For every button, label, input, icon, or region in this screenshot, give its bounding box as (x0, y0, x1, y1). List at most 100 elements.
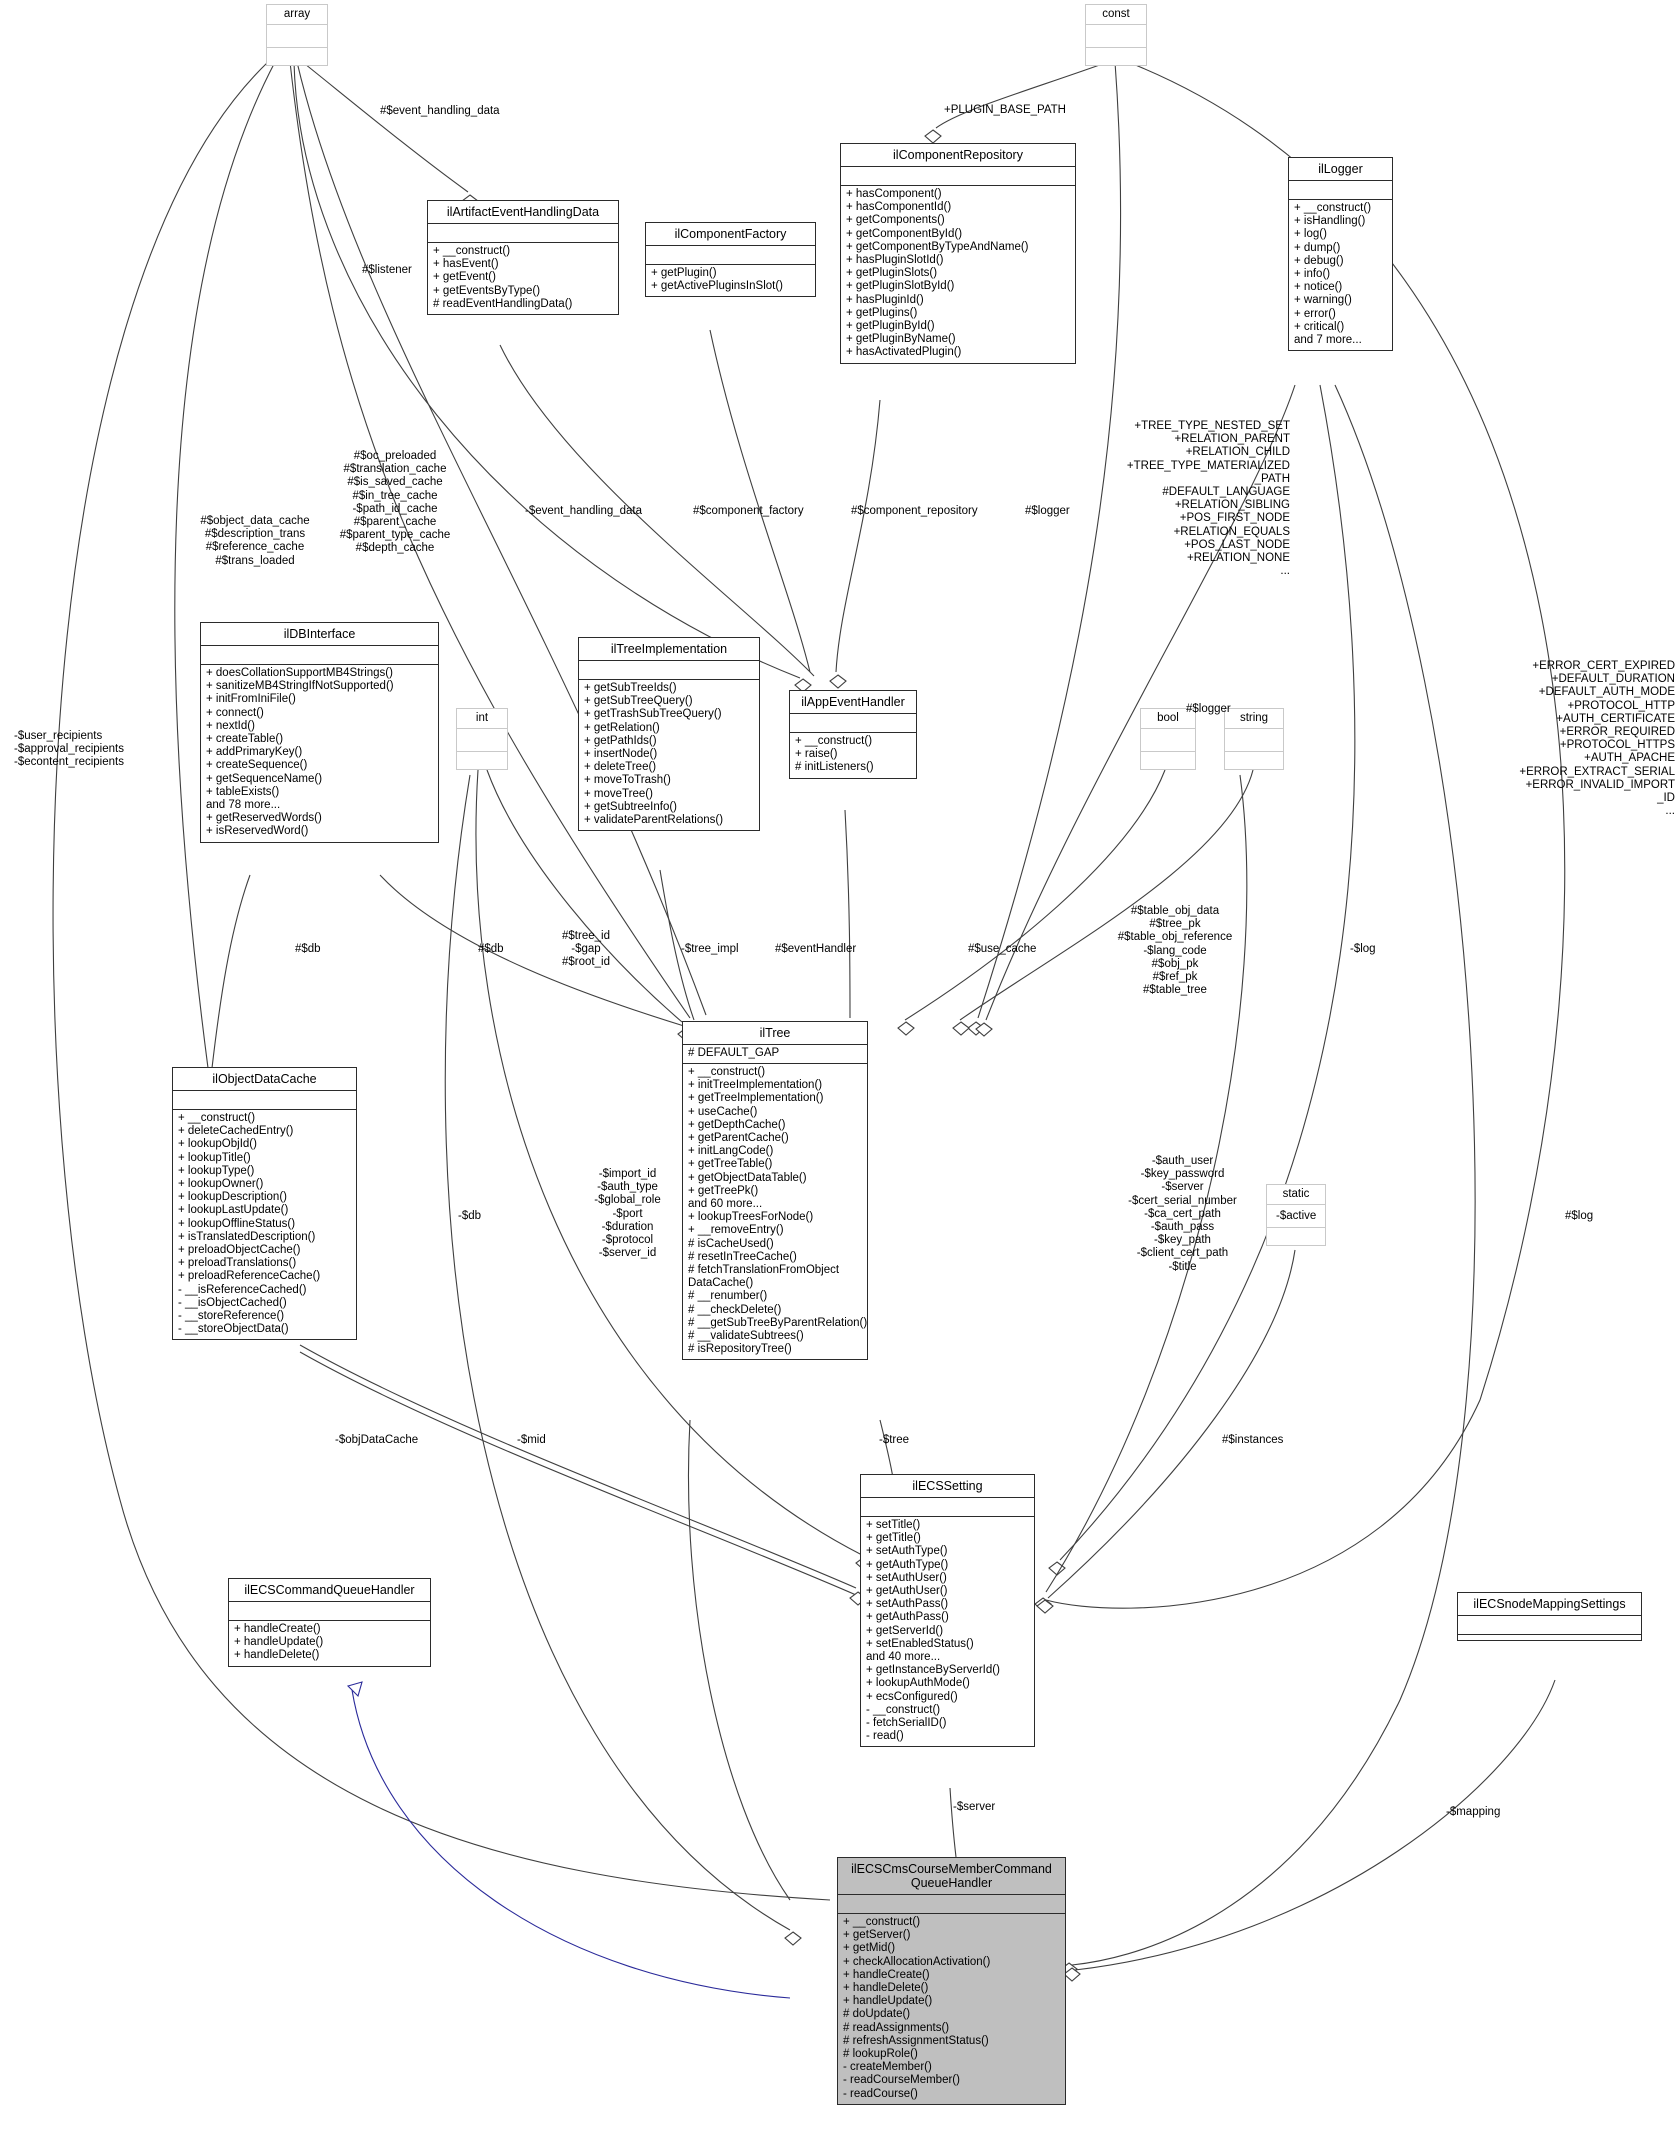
edge-label-log-1: -$log (1350, 943, 1376, 955)
edge-label-user-recipients: -$user_recipients -$approval_recipients … (14, 730, 124, 769)
member-row: - read() (866, 1730, 904, 1743)
edge-label-mapping: -$mapping (1446, 1806, 1501, 1818)
member-row: - readCourse() (843, 2087, 918, 2100)
member-row: + handleUpdate() (234, 1636, 324, 1649)
class-box-ilECSnodeMappingSettings[interactable]: ilECSnodeMappingSettings (1457, 1592, 1642, 1641)
member-row: # lookupRole() (843, 2048, 918, 2061)
member-row: and 40 more... (866, 1651, 941, 1664)
member-row: + doesCollationSupportMB4Strings() (206, 667, 393, 679)
class-title: ilLogger (1289, 158, 1392, 181)
member-row: - __construct() (866, 1703, 941, 1716)
member-row: + lookupOfflineStatus() (178, 1217, 296, 1230)
member-row: + hasComponentId() (846, 201, 952, 214)
member-row: + getSubtreeInfo() (584, 800, 678, 813)
member-row: + warning() (1294, 294, 1352, 307)
class-attributes (428, 224, 618, 243)
member-row: - __isObjectCached() (178, 1296, 287, 1309)
edge-label-use-cache: #$use_cache (968, 943, 1037, 955)
class-attributes (1458, 1616, 1641, 1635)
class-box-ilComponentFactory[interactable]: ilComponentFactory + getPlugin()+ getAct… (645, 222, 816, 298)
member-row: + getPluginSlots() (846, 267, 938, 280)
member-row: + getPluginSlotById() (846, 280, 955, 293)
class-title: ilAppEventHandler (790, 691, 916, 714)
class-operations: + setTitle()+ getTitle()+ setAuthType()+… (861, 1517, 1034, 1746)
class-box-ilAppEventHandler[interactable]: ilAppEventHandler + __construct()+ raise… (789, 690, 917, 779)
class-title: ilTree (683, 1022, 867, 1045)
member-row: + getTitle() (866, 1532, 921, 1545)
type-box-const-row2 (1086, 25, 1146, 48)
class-attributes (646, 246, 815, 265)
member-row: + __construct() (795, 735, 873, 747)
class-box-ilTree[interactable]: ilTree # DEFAULT_GAP + __construct()+ in… (682, 1021, 868, 1361)
member-row: + tableExists() (206, 785, 280, 798)
class-attributes: # DEFAULT_GAP (683, 1045, 867, 1064)
member-row: + getObjectDataTable() (688, 1171, 807, 1184)
member-row: # refreshAssignmentStatus() (843, 2034, 989, 2047)
type-box-string: string (1224, 708, 1284, 770)
type-box-array-row3 (267, 48, 327, 70)
class-box-ilECSSetting[interactable]: ilECSSetting + setTitle()+ getTitle()+ s… (860, 1474, 1035, 1748)
class-box-ilLogger[interactable]: ilLogger + __construct()+ isHandling()+ … (1288, 157, 1393, 352)
member-row: + connect() (206, 706, 264, 719)
member-row: + preloadTranslations() (178, 1257, 297, 1270)
type-box-string-row3 (1225, 752, 1283, 774)
type-box-bool: bool (1140, 708, 1196, 770)
class-box-ilArtifactEventHandlingData[interactable]: ilArtifactEventHandlingData + __construc… (427, 200, 619, 316)
member-row: + __construct() (1294, 202, 1372, 214)
member-row: + isHandling() (1294, 215, 1366, 228)
member-row: + getComponentByTypeAndName() (846, 240, 1029, 253)
member-row: + setAuthType() (866, 1545, 948, 1558)
member-row: + lookupAuthMode() (866, 1677, 970, 1690)
edge-label-component-repository: #$component_repository (851, 505, 978, 517)
class-title: ilECSSetting (861, 1475, 1034, 1498)
member-row: + preloadReferenceCache() (178, 1270, 321, 1283)
member-row: + getReservedWords() (206, 812, 322, 825)
member-row: DataCache() (688, 1277, 754, 1290)
class-title: ilComponentRepository (841, 144, 1075, 167)
class-box-ilECSCommandQueueHandler[interactable]: ilECSCommandQueueHandler + handleCreate(… (228, 1578, 431, 1667)
class-box-ilComponentRepository[interactable]: ilComponentRepository + hasComponent()+ … (840, 143, 1076, 364)
edge-label-auth-user-group: -$auth_user -$key_password -$server -$ce… (1128, 1155, 1237, 1273)
edge-label-tree: -$tree (879, 1434, 910, 1446)
class-operations: + __construct()+ initTreeImplementation(… (683, 1064, 867, 1359)
edge-label-ecs-constants: +ERROR_CERT_EXPIRED +DEFAULT_DURATION +D… (1519, 660, 1675, 818)
member-row: + getSubTreeQuery() (584, 695, 693, 708)
class-box-ilECSCmsCourseMemberCommandQueueHandler[interactable]: ilECSCmsCourseMemberCommand QueueHandler… (837, 1857, 1066, 2105)
edge-label-server: -$server (953, 1801, 996, 1813)
class-box-ilTreeImplementation[interactable]: ilTreeImplementation + getSubTreeIds()+ … (578, 637, 760, 832)
member-row: + __construct() (178, 1112, 256, 1124)
class-operations (1458, 1635, 1641, 1640)
class-title: ilECSCmsCourseMemberCommand QueueHandler (838, 1858, 1065, 1895)
class-attributes (173, 1091, 356, 1110)
member-row: + getTreeImplementation() (688, 1092, 824, 1105)
class-attributes (861, 1498, 1034, 1517)
type-box-string-row2 (1225, 729, 1283, 752)
member-row: + lookupLastUpdate() (178, 1204, 289, 1217)
class-box-ilDBInterface[interactable]: ilDBInterface + doesCollationSupportMB4S… (200, 622, 439, 843)
edge-label-tree-ids: #$tree_id -$gap #$root_id (562, 930, 610, 969)
edge-label-event-handling-data-private: -$event_handling_data (525, 505, 643, 517)
member-row: + getTrashSubTreeQuery() (584, 708, 722, 721)
member-row: + moveTree() (584, 787, 653, 800)
member-row: # fetchTranslationFromObject (688, 1264, 840, 1277)
member-row: + log() (1294, 228, 1327, 241)
member-row: + error() (1294, 307, 1336, 320)
member-row: + deleteTree() (584, 761, 657, 774)
member-row: # __renumber() (688, 1290, 768, 1303)
edge-label-db-2: #$db (478, 943, 504, 955)
member-row: + getAuthUser() (866, 1585, 948, 1598)
class-title: ilTreeImplementation (579, 638, 759, 661)
type-box-array-title: array (267, 5, 327, 25)
member-row: + createSequence() (206, 759, 308, 772)
member-row: + lookupObjId() (178, 1138, 257, 1151)
edge-label-listener: #$listener (362, 264, 412, 276)
edge-label-table-obj-data-group: #$table_obj_data #$tree_pk #$table_obj_r… (1117, 905, 1233, 997)
member-row: + debug() (1294, 254, 1344, 267)
member-row: + getAuthType() (866, 1558, 949, 1571)
type-box-array: array (266, 4, 328, 66)
type-box-const-row3 (1086, 48, 1146, 70)
member-row: + getPluginById() (846, 320, 935, 333)
class-box-ilObjectDataCache[interactable]: ilObjectDataCache + __construct()+ delet… (172, 1067, 357, 1341)
class-operations: + getPlugin()+ getActivePluginsInSlot() (646, 265, 815, 296)
type-box-bool-row2 (1141, 729, 1195, 752)
